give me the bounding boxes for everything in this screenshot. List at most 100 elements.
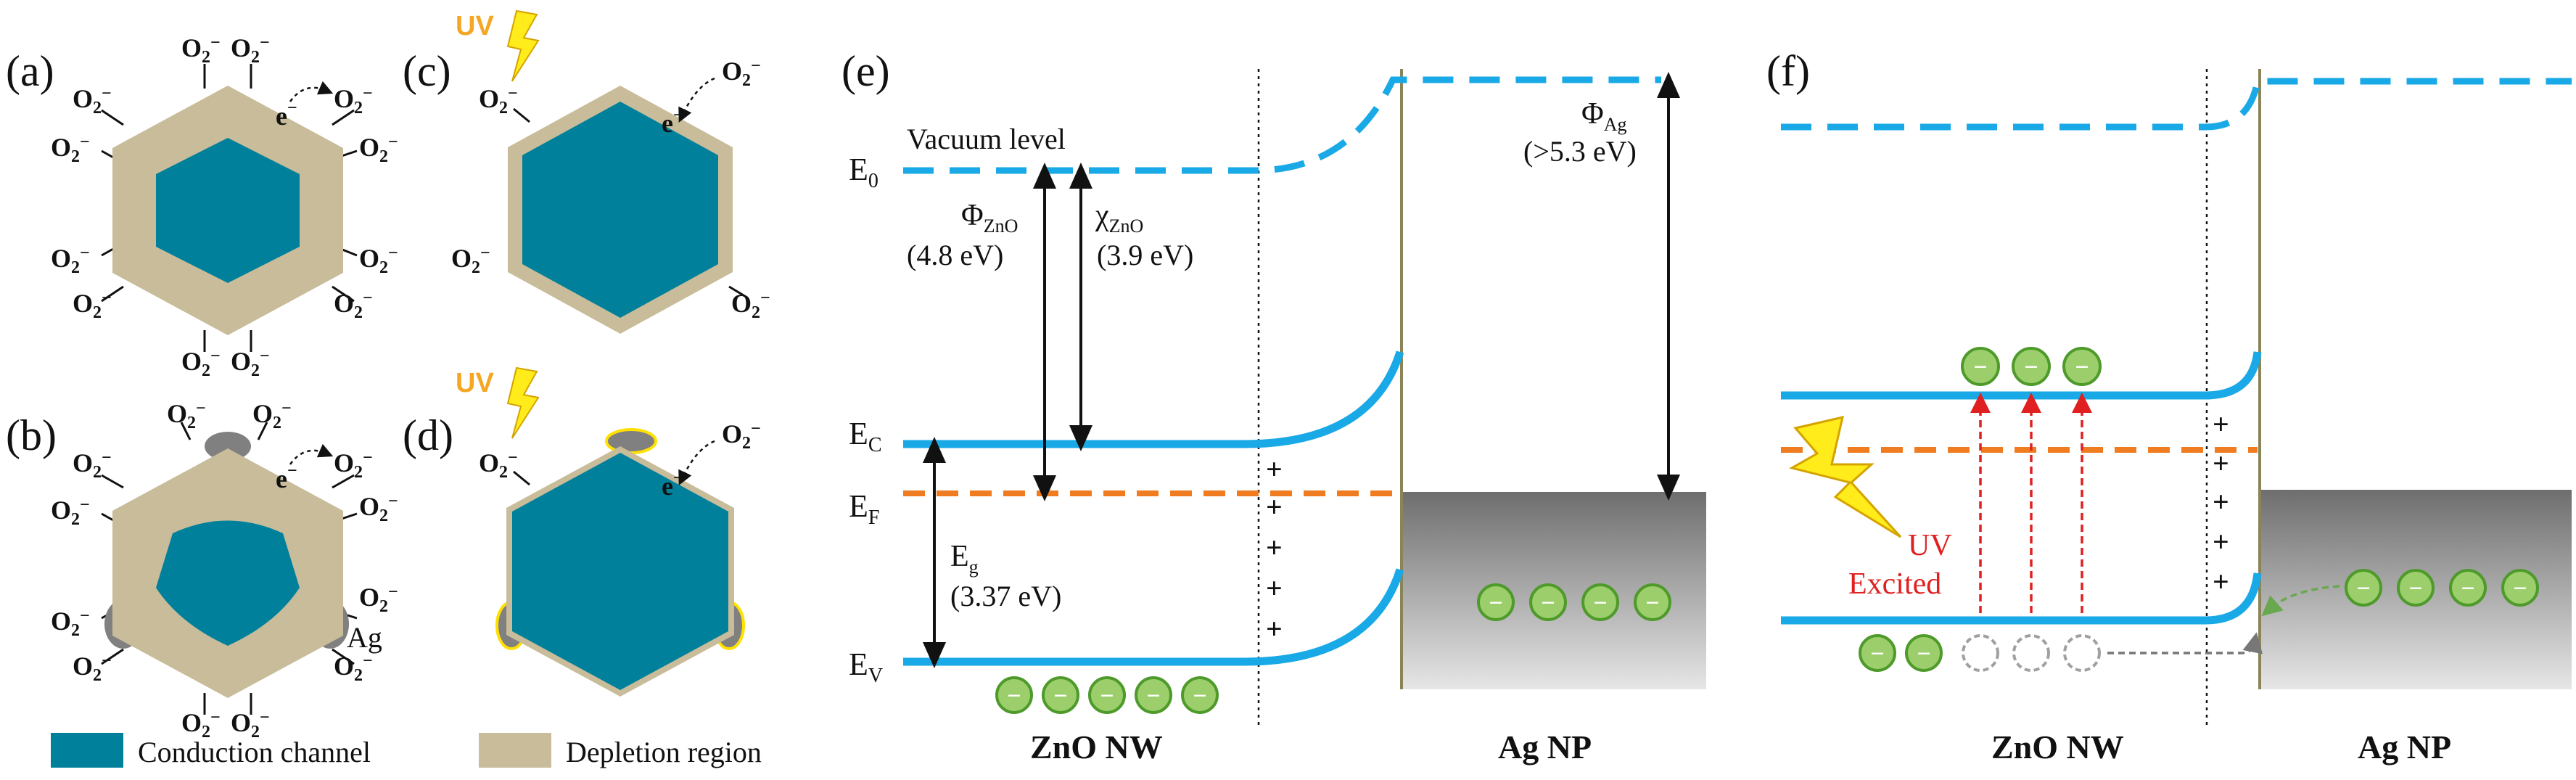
svg-text:−: − — [1489, 590, 1502, 617]
panel-c: (c) UV O2− O2− O2− O2− e− — [403, 9, 770, 334]
electron-transfer-arrow — [678, 77, 715, 123]
svg-text:−: − — [1146, 683, 1160, 710]
conduction-channel — [156, 138, 300, 283]
electrons-excited: − − − — [1961, 347, 2102, 386]
panel-a: (a) O2− O2− O2− O2− O2− O2− O2− O2− O2− … — [6, 33, 398, 380]
svg-text:+: + — [2213, 565, 2229, 598]
lightning-icon — [506, 366, 540, 439]
panel-b-label: (b) — [6, 411, 57, 459]
svg-text:−: − — [1593, 590, 1607, 617]
zno-nw-label: ZnO NW — [1991, 728, 2124, 765]
electrons-zno: − − − − − — [995, 676, 1219, 714]
oxygen-labels: O2− O2− O2− O2− O2− O2− O2− O2− O2− O2− … — [51, 33, 398, 380]
vacuum-level-label: Vacuum level — [907, 123, 1066, 155]
panel-b: (b) O2− O2− O2− O2− O2− O2− O2− O2− O2− … — [6, 399, 398, 742]
svg-text:O2−: O2− — [359, 583, 398, 616]
phi-zno-value: (4.8 eV) — [907, 239, 1003, 271]
eg-value: (3.37 eV) — [950, 580, 1061, 612]
svg-text:−: − — [2024, 354, 2038, 381]
ev-label: EV — [849, 646, 883, 687]
electrons-ag: − − − − — [1477, 583, 1671, 621]
panel-d-label: (d) — [403, 411, 453, 459]
svg-text:O2−: O2− — [334, 448, 373, 482]
electron: − — [1859, 634, 1896, 672]
svg-text:+: + — [1266, 453, 1283, 485]
svg-text:+: + — [2213, 447, 2229, 480]
electron: − — [1477, 583, 1515, 621]
svg-text:O2−: O2− — [73, 448, 112, 482]
chi-zno-value: (3.9 eV) — [1097, 239, 1193, 271]
svg-text:−: − — [2356, 575, 2370, 602]
svg-text:−: − — [2461, 575, 2474, 602]
electron: − — [2345, 569, 2382, 607]
svg-text:O2−: O2− — [73, 84, 112, 118]
electrons-zno: − − — [1859, 634, 1943, 672]
svg-text:+: + — [1266, 490, 1283, 523]
svg-text:O2−: O2− — [479, 448, 518, 482]
panel-c-label: (c) — [403, 47, 451, 95]
hole — [2012, 634, 2050, 672]
chi-zno-label: χZnO — [1095, 199, 1143, 237]
svg-text:O2−: O2− — [334, 84, 373, 118]
svg-text:O2−: O2− — [252, 399, 292, 432]
electron: − — [2501, 569, 2539, 607]
conduction-band — [903, 350, 1404, 448]
svg-text:−: − — [1541, 590, 1555, 617]
legend-label-depletion: Depletion region — [566, 736, 762, 768]
svg-text:−: − — [2513, 575, 2527, 602]
electron: − — [1135, 676, 1172, 714]
zno-nw-label: ZnO NW — [1030, 728, 1163, 765]
svg-text:O2−: O2− — [359, 133, 398, 166]
svg-text:O2−: O2− — [231, 347, 270, 380]
panel-e: (e) E0 EC EF EV Vacuum level ΦZnO (4.8 e… — [841, 47, 1706, 765]
valence-band — [903, 568, 1404, 666]
svg-text:O2−: O2− — [51, 607, 90, 640]
hole — [2063, 634, 2101, 672]
electron-transfer-arrow — [289, 443, 334, 465]
electron: − — [2397, 569, 2435, 607]
svg-text:O2−: O2− — [73, 652, 112, 685]
eg-label: Eg — [950, 540, 979, 578]
svg-text:O2−: O2− — [181, 347, 221, 380]
hole — [1962, 634, 1999, 672]
svg-text:O2−: O2− — [359, 244, 398, 277]
valence-band — [1781, 572, 2262, 625]
legend-label-conduction: Conduction channel — [138, 736, 371, 768]
conduction-channel — [512, 453, 728, 690]
electron: − — [1042, 676, 1079, 714]
electron: − — [2012, 347, 2051, 386]
svg-text:O2−: O2− — [722, 57, 761, 90]
positive-charges: + + + + + — [1266, 453, 1283, 645]
hole-transfer-arrow — [2107, 632, 2263, 654]
electrons-ag: − − − − — [2345, 569, 2539, 607]
svg-text:O2−: O2− — [181, 33, 221, 67]
vacuum-level-line — [1781, 78, 2572, 131]
ag-label: Ag — [347, 621, 382, 654]
conduction-band — [1781, 351, 2262, 400]
electron-transfer-arrow — [2261, 585, 2340, 617]
svg-text:−: − — [1100, 683, 1114, 710]
electron: − — [1581, 583, 1619, 621]
svg-text:O2−: O2− — [334, 652, 373, 685]
svg-text:+: + — [2213, 485, 2229, 518]
electron: − — [1529, 583, 1567, 621]
svg-text:O2−: O2− — [479, 84, 518, 118]
svg-text:+: + — [1266, 612, 1283, 645]
legend-swatch-depletion — [479, 733, 551, 768]
svg-text:+: + — [1266, 572, 1283, 604]
svg-text:−: − — [1053, 683, 1067, 710]
ag-np-label: Ag NP — [2358, 728, 2451, 765]
electron: − — [1181, 676, 1219, 714]
electron: − — [995, 676, 1033, 714]
panel-f-label: (f) — [1766, 47, 1810, 95]
svg-text:+: + — [2213, 408, 2229, 440]
ef-label: EF — [849, 488, 879, 529]
svg-text:O2−: O2− — [231, 708, 270, 742]
legend-swatch-conduction — [51, 733, 123, 768]
svg-text:−: − — [2075, 354, 2089, 381]
phi-ag-value: (>5.3 eV) — [1523, 135, 1637, 168]
ag-np-label: Ag NP — [1498, 728, 1592, 765]
lightning-icon — [1789, 415, 1902, 538]
svg-text:O2−: O2− — [451, 244, 490, 277]
